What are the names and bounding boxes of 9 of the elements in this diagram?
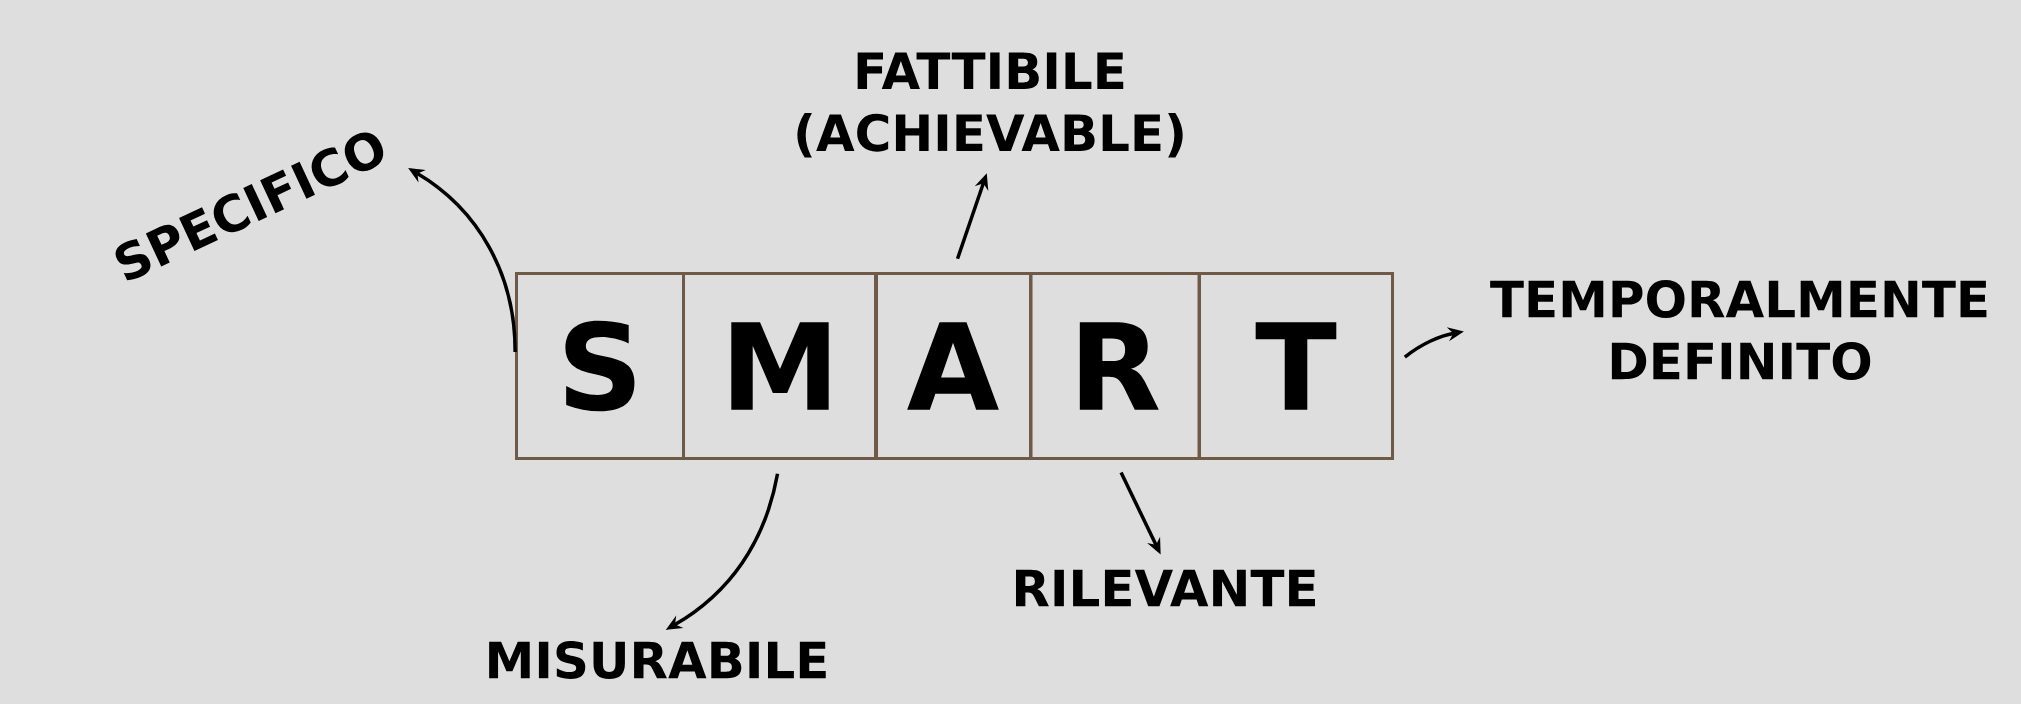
letter-box: M: [682, 272, 878, 460]
handwritten-label: TEMPORALMENTE DEFINITO: [1490, 280, 1987, 380]
letter-box: A: [874, 272, 1032, 460]
letter-box: T: [1198, 272, 1394, 460]
handwritten-label: MISURABILE: [489, 641, 826, 679]
handwritten-label: RILEVANTE: [1016, 569, 1315, 607]
letter-box: R: [1029, 272, 1201, 460]
handwritten-label: FATTIBILE (ACHIEVABLE): [797, 52, 1183, 158]
letter-box: S: [515, 272, 685, 460]
